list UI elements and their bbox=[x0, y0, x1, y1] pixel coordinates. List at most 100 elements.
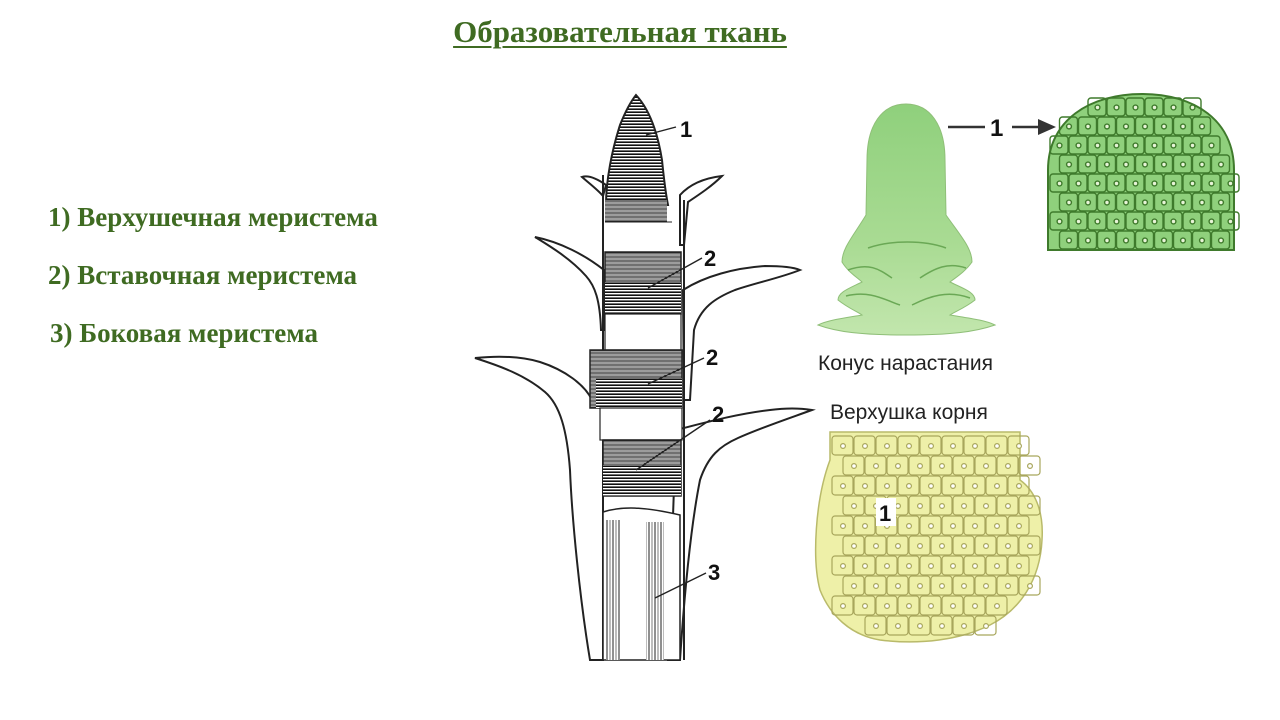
cell bbox=[1163, 173, 1183, 193]
cell bbox=[1106, 211, 1126, 231]
cell-nucleus bbox=[1198, 123, 1206, 130]
cell bbox=[1201, 173, 1221, 193]
cell-nucleus bbox=[1141, 237, 1149, 244]
cell bbox=[930, 455, 953, 476]
cell bbox=[1049, 173, 1069, 193]
cell bbox=[941, 435, 964, 456]
cell bbox=[1106, 97, 1126, 117]
cell-nucleus bbox=[1103, 199, 1111, 206]
root-tip-diagram: Верхушка корня 1 bbox=[814, 401, 1043, 643]
cell bbox=[930, 575, 953, 596]
cell-nucleus bbox=[1113, 180, 1120, 187]
cell-nucleus bbox=[1094, 104, 1101, 111]
leaf-right-2 bbox=[681, 264, 803, 401]
list-item-apical: 1) Верхушечная меристема bbox=[48, 202, 378, 232]
cell bbox=[1125, 97, 1145, 117]
cell-nucleus bbox=[1113, 218, 1120, 225]
cell-nucleus bbox=[1189, 218, 1196, 225]
cell-nucleus bbox=[960, 582, 967, 589]
cell bbox=[941, 595, 964, 616]
cell bbox=[1153, 230, 1174, 250]
cell bbox=[930, 495, 953, 516]
cell bbox=[974, 535, 997, 556]
cell bbox=[864, 455, 887, 476]
cone-arrow-label: 1 bbox=[990, 115, 1003, 142]
cell-nucleus bbox=[927, 562, 934, 569]
cell-nucleus bbox=[960, 503, 967, 510]
cell-nucleus bbox=[993, 602, 1000, 609]
cell bbox=[974, 575, 997, 596]
cell-nucleus bbox=[982, 542, 989, 549]
cell-nucleus bbox=[927, 443, 934, 450]
cell-nucleus bbox=[1170, 180, 1177, 187]
cell-nucleus bbox=[971, 562, 978, 569]
cell-nucleus bbox=[1179, 237, 1187, 244]
cell-nucleus bbox=[1015, 522, 1022, 529]
cell-nucleus bbox=[850, 463, 857, 470]
cell-nucleus bbox=[1056, 218, 1063, 225]
cell-nucleus bbox=[839, 562, 846, 569]
cell bbox=[1134, 230, 1155, 250]
cell-nucleus bbox=[1084, 199, 1092, 206]
cell-nucleus bbox=[1179, 199, 1187, 206]
cell-nucleus bbox=[1217, 161, 1225, 168]
cell-nucleus bbox=[861, 483, 868, 490]
cell bbox=[853, 475, 876, 496]
cell-nucleus bbox=[1015, 562, 1022, 569]
cell-nucleus bbox=[1015, 443, 1022, 450]
cell bbox=[996, 495, 1019, 516]
stem-label-apical: 1 bbox=[680, 117, 692, 142]
stem-diagram: 1 2 2 2 3 bbox=[474, 93, 816, 661]
cell-nucleus bbox=[850, 582, 857, 589]
cell bbox=[941, 475, 964, 496]
meristem-list: 1) Верхушечная меристема 2) Вставочная м… bbox=[48, 200, 378, 374]
cell-nucleus bbox=[1056, 142, 1063, 149]
cell bbox=[941, 515, 964, 536]
cell-nucleus bbox=[938, 622, 945, 629]
cell-nucleus bbox=[1103, 237, 1111, 244]
leaf-left-1 bbox=[580, 175, 608, 199]
cell-nucleus bbox=[1004, 463, 1011, 470]
cell-nucleus bbox=[1094, 218, 1101, 225]
cell-nucleus bbox=[1227, 180, 1234, 187]
cell bbox=[1163, 211, 1183, 231]
cell bbox=[952, 615, 975, 636]
cell bbox=[1153, 154, 1174, 174]
cell bbox=[930, 535, 953, 556]
cell bbox=[1068, 173, 1088, 193]
cell bbox=[963, 595, 986, 616]
cell-nucleus bbox=[905, 443, 912, 450]
cell-nucleus bbox=[1084, 161, 1092, 168]
cell-nucleus bbox=[1132, 180, 1139, 187]
cell bbox=[985, 475, 1008, 496]
cell-nucleus bbox=[894, 582, 901, 589]
root-caption: Верхушка корня bbox=[830, 401, 988, 424]
cell-nucleus bbox=[982, 582, 989, 589]
cell-nucleus bbox=[1132, 218, 1139, 225]
cell bbox=[952, 455, 975, 476]
cell bbox=[919, 595, 942, 616]
cell bbox=[1210, 192, 1231, 212]
cell-nucleus bbox=[905, 522, 912, 529]
cell-nucleus bbox=[1208, 218, 1215, 225]
cell-nucleus bbox=[1141, 161, 1149, 168]
cell bbox=[1096, 230, 1117, 250]
list-item-lateral: 3) Боковая меристема bbox=[50, 318, 318, 348]
cell bbox=[1125, 135, 1145, 155]
cell-nucleus bbox=[883, 562, 890, 569]
cell-nucleus bbox=[993, 483, 1000, 490]
cell bbox=[908, 575, 931, 596]
cell-nucleus bbox=[960, 542, 967, 549]
cell bbox=[985, 515, 1008, 536]
cell-nucleus bbox=[1065, 199, 1073, 206]
cell bbox=[1068, 211, 1088, 231]
cell-nucleus bbox=[1132, 104, 1139, 111]
cell bbox=[1096, 154, 1117, 174]
leaf-left-3 bbox=[474, 355, 604, 661]
cell bbox=[1077, 192, 1098, 212]
cell-nucleus bbox=[1075, 218, 1082, 225]
cell-nucleus bbox=[1141, 199, 1149, 206]
cell bbox=[919, 555, 942, 576]
stem-label-intercalary-1: 2 bbox=[704, 246, 716, 271]
cell-nucleus bbox=[1094, 142, 1101, 149]
